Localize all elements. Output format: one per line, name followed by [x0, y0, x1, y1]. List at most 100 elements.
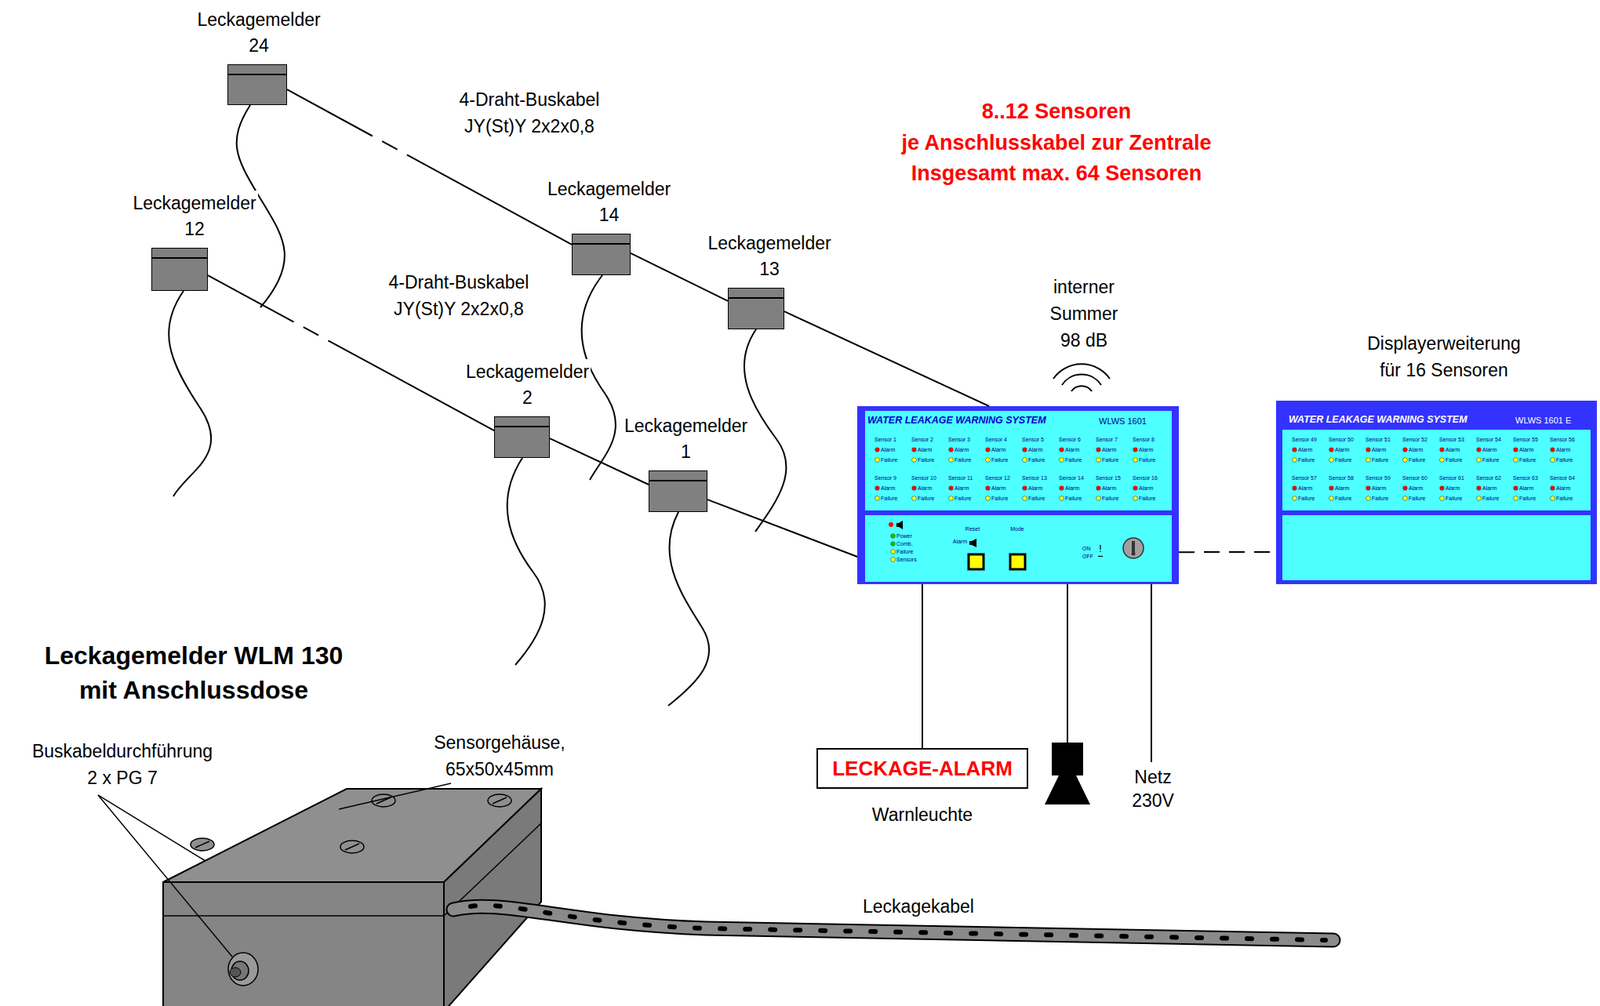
led-dot: [1022, 496, 1027, 501]
panel-label: Failure: [991, 456, 1008, 464]
panel-label: Alarm: [1065, 446, 1080, 454]
section-heading: Leckagemelder WLM 130: [43, 641, 346, 671]
leak-sensor-box: Leckagemelder 14: [571, 233, 631, 276]
panel-label: Failure: [1445, 456, 1462, 464]
horn-symbol: [1044, 775, 1091, 805]
led-dot: [1440, 496, 1444, 501]
panel-label: Sensor 1: [874, 436, 897, 444]
panel-title: WATER LEAKAGE WARNING SYSTEM: [1288, 414, 1468, 426]
panel-label: Alarm: [1138, 484, 1153, 492]
speaker-symbol: [969, 541, 972, 546]
panel-label: ON: [1082, 545, 1091, 553]
panel-label: Sensor 9: [874, 474, 897, 482]
panel-label: Alarm: [1101, 446, 1117, 454]
key-switch: [1123, 538, 1144, 559]
leak-sensor-box: Leckagemelder 13: [727, 287, 785, 330]
led-dot: [1292, 486, 1297, 491]
led-dot: [1440, 447, 1444, 452]
leak-sensor-box: Leckagemelder 2: [494, 416, 550, 459]
panel-label: Sensor 50: [1328, 436, 1354, 444]
led-dot: [1476, 496, 1481, 501]
panel-label: Mode: [1010, 525, 1025, 533]
led-dot: [1133, 458, 1138, 462]
note-text: 8..12 Sensoren: [980, 97, 1134, 126]
leak-sensor-box: Leckagemelder 12: [151, 247, 208, 291]
screw: [345, 843, 360, 851]
panel-label: Failure: [1445, 494, 1462, 502]
annotation: Displayerweiterung: [1365, 333, 1523, 355]
led-dot: [875, 486, 880, 491]
annotation: 65x50x45mm: [443, 759, 556, 781]
panel-label: Sensor 63: [1512, 474, 1539, 482]
leak-cable: [744, 329, 787, 532]
led-dot: [1329, 447, 1334, 452]
led-dot: [1366, 496, 1371, 501]
panel-label: Failure: [1298, 494, 1315, 502]
panel-label: Failure: [991, 494, 1008, 502]
led-dot: [985, 447, 990, 452]
led-dot: [985, 496, 990, 501]
led-dot: [949, 447, 953, 452]
led-dot: [1476, 486, 1481, 491]
panel-label: Sensor 49: [1291, 436, 1317, 444]
panel-label: Failure: [1482, 494, 1499, 502]
panel-label: Sensor 12: [985, 474, 1011, 482]
panel-label: Sensor 3: [948, 436, 971, 444]
panel-label: Alarm: [952, 538, 968, 546]
cable-gland: [228, 952, 259, 986]
led-dot: [1440, 486, 1444, 491]
push-button: [968, 554, 984, 570]
panel-label: Failure: [1371, 456, 1389, 464]
panel-label: Sensor 60: [1402, 474, 1428, 482]
leak-cable: [168, 290, 211, 497]
bus-cable: [784, 311, 990, 407]
led-dot: [1476, 447, 1481, 452]
panel-label: Sensor 2: [911, 436, 934, 444]
led-dot: [1292, 447, 1297, 452]
sound-arc: [1061, 374, 1102, 386]
screw: [487, 794, 512, 808]
led-dot: [1022, 458, 1027, 462]
panel-label: Failure: [1482, 456, 1499, 464]
led-dot: [949, 496, 953, 501]
panel-label: Sensor 51: [1365, 436, 1391, 444]
led-dot: [1440, 458, 1444, 462]
horn-symbol: [1051, 742, 1084, 776]
panel-label: Failure: [1408, 494, 1426, 502]
led-dot: [875, 458, 880, 462]
alarm-text: LECKAGE-ALARM: [832, 756, 1013, 782]
panel-label: Alarm: [1334, 446, 1350, 454]
panel-label: Alarm: [1028, 446, 1043, 454]
panel-label: Alarm: [954, 484, 969, 492]
screw: [340, 840, 364, 854]
sensor-heading: Leckagemelder 1: [622, 413, 750, 466]
led-dot: [1096, 458, 1101, 462]
panel-label: Failure: [1298, 456, 1315, 464]
panel-label: Alarm: [917, 446, 932, 454]
panel-title: WATER LEAKAGE WARNING SYSTEM: [867, 414, 1047, 427]
panel-label: Sensors: [896, 556, 917, 564]
led-dot: [1366, 458, 1371, 462]
led-dot: [1292, 458, 1297, 462]
panel-label: Failure: [1101, 494, 1119, 502]
panel-label: Failure: [1519, 494, 1536, 502]
led-dot: [985, 458, 990, 462]
panel-label: Failure: [1065, 456, 1082, 464]
annotation: Leckagekabel: [861, 896, 976, 918]
panel-label: Sensor 58: [1328, 474, 1354, 482]
panel-label: Alarm: [991, 484, 1006, 492]
panel-label: Failure: [896, 548, 913, 556]
panel-label: Alarm: [1445, 446, 1460, 454]
leak-cable: [507, 458, 546, 666]
led-dot: [1292, 496, 1297, 501]
panel-label: Alarm: [1065, 484, 1080, 492]
box-caption: Warnleuchte: [872, 804, 973, 826]
panel-label: Alarm: [954, 446, 969, 454]
led-dot: [890, 541, 895, 546]
led-dot: [890, 549, 895, 554]
push-button: [1010, 554, 1026, 570]
panel-label: Power: [896, 532, 913, 540]
bus-cable: [707, 499, 858, 557]
